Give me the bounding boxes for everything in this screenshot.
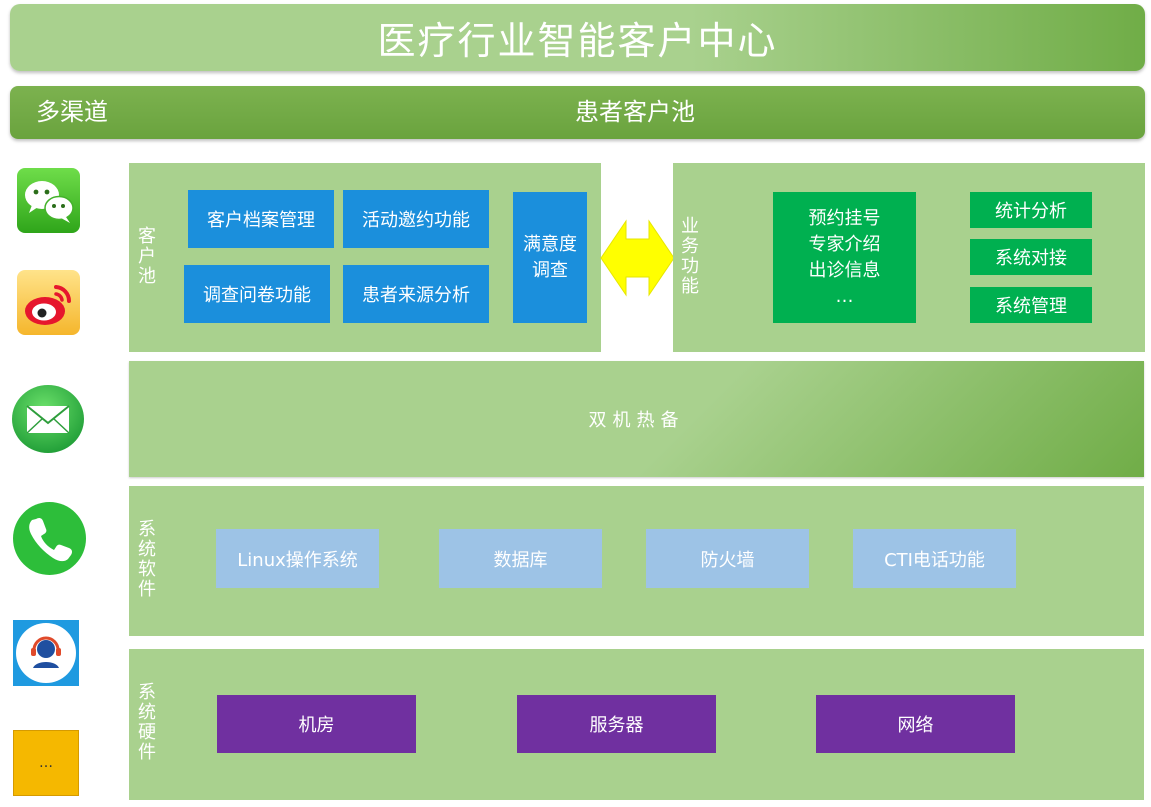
system-management-box[interactable]: 系统管理 [970, 287, 1092, 323]
satisfaction-line-1: 满意度 [523, 233, 577, 255]
phone-icon[interactable] [12, 501, 87, 576]
satisfaction-line-2: 调查 [532, 259, 568, 281]
weibo-icon[interactable] [16, 269, 81, 336]
more-label: … [39, 755, 53, 771]
channel-header-bar: 多渠道 患者客户池 [10, 86, 1145, 139]
page-title: 医疗行业智能客户中心 [10, 4, 1145, 71]
system-hardware-label: 系统硬件 [138, 682, 156, 763]
email-icon[interactable] [11, 384, 85, 454]
machine-room-box[interactable]: 机房 [217, 695, 416, 753]
appointment-line: 预约挂号 [808, 207, 881, 229]
expert-intro-line: 专家介绍 [808, 233, 881, 255]
system-software-label: 系统软件 [138, 519, 156, 600]
database-box[interactable]: 数据库 [439, 529, 602, 588]
more-icon[interactable]: … [13, 730, 79, 796]
hot-standby-band: 双机热备 [129, 361, 1144, 477]
wechat-icon[interactable] [16, 167, 81, 234]
server-box[interactable]: 服务器 [517, 695, 716, 753]
bidirectional-arrow-icon [600, 219, 675, 297]
ellipsis-line: … [835, 285, 854, 307]
customer-file-management-box[interactable]: 客户档案管理 [188, 190, 334, 248]
event-invitation-box[interactable]: 活动邀约功能 [343, 190, 489, 248]
cti-phone-box[interactable]: CTI电话功能 [853, 529, 1016, 588]
linux-os-box[interactable]: Linux操作系统 [216, 529, 379, 588]
survey-questionnaire-box[interactable]: 调查问卷功能 [184, 265, 330, 323]
network-box[interactable]: 网络 [816, 695, 1015, 753]
multi-channel-label: 多渠道 [36, 98, 108, 126]
customer-pool-label: 客户池 [138, 226, 156, 287]
statistics-analysis-box[interactable]: 统计分析 [970, 192, 1092, 228]
business-function-label: 业务功能 [681, 216, 699, 297]
appointment-info-box[interactable]: 预约挂号 专家介绍 出诊信息 … [773, 192, 916, 323]
customer-service-icon[interactable] [13, 620, 79, 686]
patient-source-analysis-box[interactable]: 患者来源分析 [343, 265, 489, 323]
firewall-box[interactable]: 防火墙 [646, 529, 809, 588]
patient-pool-label: 患者客户池 [575, 98, 695, 126]
satisfaction-survey-box[interactable]: 满意度 调查 [513, 192, 587, 323]
clinic-info-line: 出诊信息 [808, 259, 881, 281]
system-integration-box[interactable]: 系统对接 [970, 239, 1092, 275]
